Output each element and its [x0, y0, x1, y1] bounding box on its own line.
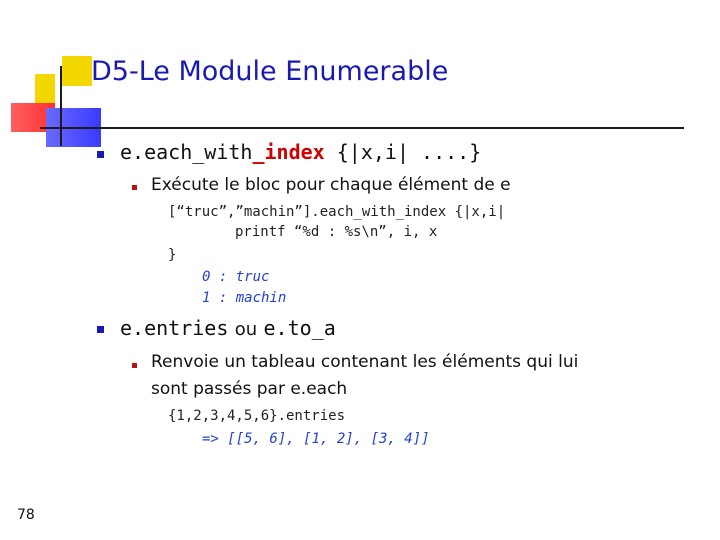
item1-code-prefix: e.each_with	[120, 140, 253, 164]
sub-bullet-square-icon	[132, 185, 137, 190]
bullet-square-icon	[97, 151, 104, 158]
item1-heading: e.each_with_index {|x,i| ....}	[120, 140, 481, 164]
decor-yellow-square-top	[62, 56, 92, 86]
item1-description: Exécute le bloc pour chaque élément de e	[151, 175, 511, 195]
decor-vertical-line	[60, 66, 62, 146]
item2-heading: e.entries ou e.to_a	[120, 316, 336, 340]
item1-output-line-2: 1 : machin	[202, 290, 287, 306]
item1-code-suffix: {|x,i| ....}	[324, 140, 482, 164]
item1-code-line-2: printf “%d : %s\n”, i, x	[235, 224, 438, 240]
item2-description-line-1: Renvoie un tableau contenant les élément…	[151, 352, 579, 372]
title-underline	[40, 127, 684, 129]
item2-description-line-2: sont passés par e.each	[151, 379, 348, 399]
item1-code-highlight: _index	[252, 140, 325, 164]
item2-code-b: e.to_a	[263, 316, 336, 340]
item2-word-or: ou	[234, 319, 258, 340]
sub-bullet-square-icon	[132, 363, 137, 368]
bullet-square-icon	[97, 326, 104, 333]
item2-code-a: e.entries	[120, 316, 229, 340]
item2-code-line-1: {1,2,3,4,5,6}.entries	[168, 408, 346, 424]
decor-yellow-square-left	[35, 74, 55, 106]
item1-code-line-3: }	[168, 247, 177, 263]
item1-code-line-1: [“truc”,”machin”].each_with_index {|x,i|	[168, 204, 506, 220]
slide-number: 78	[17, 507, 35, 523]
item1-output-line-1: 0 : truc	[202, 269, 270, 285]
item2-output-line-1: => [[5, 6], [1, 2], [3, 4]]	[202, 431, 430, 447]
slide-title: D5-Le Module Enumerable	[91, 56, 449, 87]
